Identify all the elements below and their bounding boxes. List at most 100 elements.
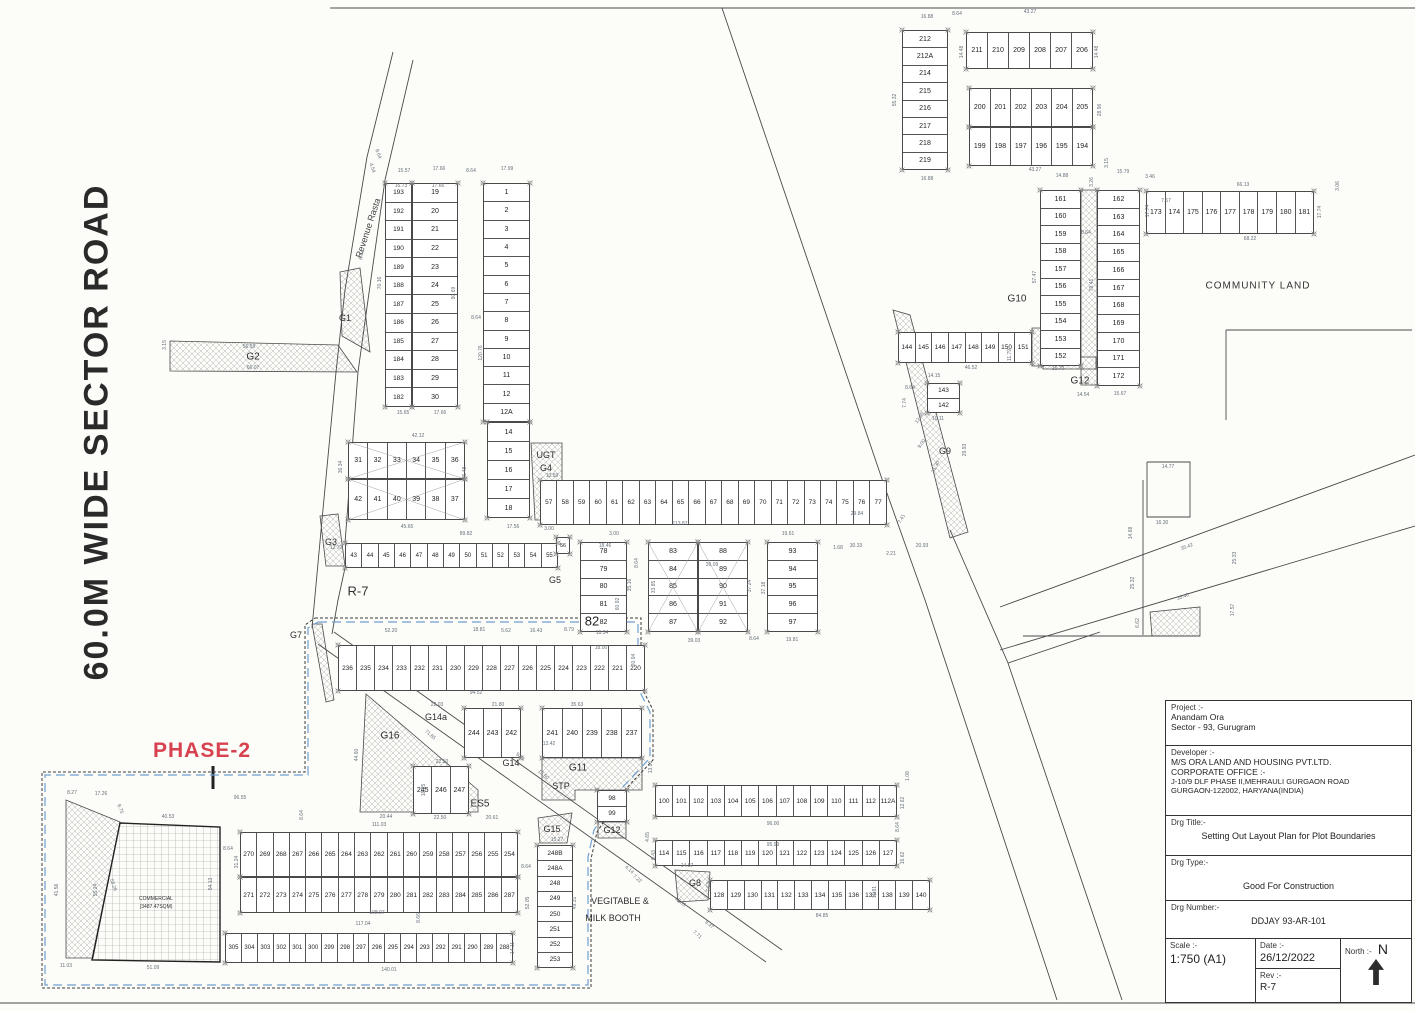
plot-cell-127: 127 — [878, 841, 896, 865]
plot-cell-93: 93 — [788, 547, 797, 555]
dimension-label: 3.15 — [162, 340, 168, 350]
dimension-label: 51.09 — [146, 965, 160, 971]
dimension-label: 58.26 — [108, 878, 118, 892]
area-label-g2: G2 — [246, 351, 260, 363]
plot-cell-270: 270 — [243, 851, 255, 858]
north-letter: N — [1377, 941, 1389, 957]
dimension-label: 1.68 — [833, 545, 843, 551]
dimension-label: 14.88 — [1055, 173, 1069, 179]
dimension-label: 31.24 — [234, 855, 240, 869]
dimension-label: 15.27 — [550, 837, 564, 843]
plot-cell-164: 164 — [1098, 225, 1139, 243]
dimension-label: 96.55 — [233, 795, 247, 801]
dimension-label: 20.93 — [915, 543, 929, 549]
plot-cell-2: 2 — [484, 201, 529, 219]
drg-title-label: Drg Title:- — [1171, 818, 1206, 827]
plot-cell-65: 65 — [671, 481, 688, 524]
dimension-label: 18.85 — [673, 895, 687, 909]
dimension-label: 35.42 — [1180, 542, 1194, 552]
dimension-label: 55.24 — [93, 883, 99, 897]
plot-cell-153: 153 — [1041, 330, 1080, 348]
plot-cell-248A: 248A — [538, 860, 572, 875]
plot-cell-100: 100 — [658, 797, 670, 805]
plot-cell-250: 250 — [538, 906, 572, 921]
plot-cell-41: 41 — [367, 480, 386, 519]
dimension-label: 4.54 — [367, 162, 377, 174]
plot-cell-117: 117 — [706, 841, 724, 865]
plot-cell-229: 229 — [464, 646, 482, 690]
plot-cell-177: 177 — [1220, 192, 1239, 233]
dimension-label: 37.24 — [747, 579, 753, 593]
dimension-label: 2.21 — [886, 551, 896, 557]
plot-cell-148: 148 — [964, 333, 982, 362]
plot-cell-69: 69 — [737, 481, 754, 524]
plot-cell-115: 115 — [672, 841, 689, 865]
plot-cell-48: 48 — [426, 544, 443, 567]
plot-cell-192: 192 — [386, 201, 411, 221]
dimension-label: 18.00 — [594, 645, 608, 651]
area-label-g5: G5 — [548, 575, 562, 585]
dimension-label: 15.67 — [1113, 391, 1127, 397]
plot-cell-292: 292 — [432, 934, 448, 962]
dimension-label: 17.56 — [506, 524, 520, 530]
plot-cell-67: 67 — [704, 481, 721, 524]
plot-cell-4: 4 — [484, 237, 529, 256]
plot-cell-188: 188 — [386, 275, 411, 295]
dimension-label: 117.04 — [355, 921, 371, 927]
plot-cell-147: 147 — [947, 333, 965, 362]
scale-value: 1:750 (A1) — [1170, 952, 1227, 966]
dimension-label: 43.27 — [1028, 167, 1042, 173]
big-label-community-land: COMMUNITY LAND — [1205, 280, 1311, 292]
dimension-label: 22.50 — [433, 815, 447, 821]
dimension-label: 30.33 — [849, 543, 863, 549]
dimension-label: 3.00 — [544, 526, 554, 532]
plot-cell-134: 134 — [811, 881, 828, 909]
area-label-g4: G4 — [539, 463, 553, 473]
plot-cell-10: 10 — [484, 347, 529, 366]
dimension-label: 7.74 — [902, 398, 908, 408]
plot-cell-285: 285 — [468, 878, 484, 912]
plot-cell-19: 19 — [431, 189, 439, 197]
dimension-label: 3.26 — [1089, 177, 1095, 187]
dimension-label: 66.13 — [1236, 182, 1250, 188]
plot-cell-257: 257 — [451, 833, 468, 876]
plot-cell-32: 32 — [367, 443, 386, 478]
dimension-label: 56.59 — [242, 344, 256, 350]
plot-cell-289: 289 — [480, 934, 496, 962]
dimension-label: 3.46 — [1145, 174, 1155, 180]
plot-cell-79: 79 — [581, 559, 626, 578]
plot-cell-104: 104 — [723, 786, 741, 816]
plot-cell-259: 259 — [419, 833, 435, 876]
area-label-milk-booth: MILK BOOTH — [585, 913, 641, 923]
plot-cell-70: 70 — [754, 481, 770, 524]
plot-cell-107: 107 — [775, 786, 793, 816]
plot-cell-9: 9 — [484, 329, 529, 348]
big-label-82: 82 — [584, 613, 600, 629]
scale-cell: Scale :- 1:750 (A1) — [1166, 939, 1256, 1003]
dimension-label: 52.05 — [525, 896, 531, 910]
plot-cell-24: 24 — [413, 275, 457, 295]
plot-cell-131: 131 — [760, 881, 778, 909]
dimension-label: 7.63 — [706, 882, 712, 892]
plot-cell-142: 142 — [928, 397, 959, 413]
plot-cell-37: 37 — [444, 480, 464, 519]
plot-cell-140: 140 — [912, 881, 929, 909]
dimension-label: 18.46 — [598, 543, 612, 549]
plot-cell-256: 256 — [468, 833, 484, 876]
dimension-label: 66.07 — [246, 365, 260, 371]
dimension-label: 60.92 — [615, 597, 621, 611]
dimension-label: 13.42 — [542, 741, 556, 747]
plot-cell-163: 163 — [1098, 207, 1139, 226]
plot-cell-80: 80 — [581, 577, 626, 596]
area-label-g10: G10 — [1007, 293, 1027, 305]
plot-cell-244: 244 — [467, 729, 480, 737]
dimension-label: 19.61 — [781, 531, 795, 537]
plot-cell-230: 230 — [446, 646, 464, 690]
plot-cell-145: 145 — [914, 333, 932, 362]
